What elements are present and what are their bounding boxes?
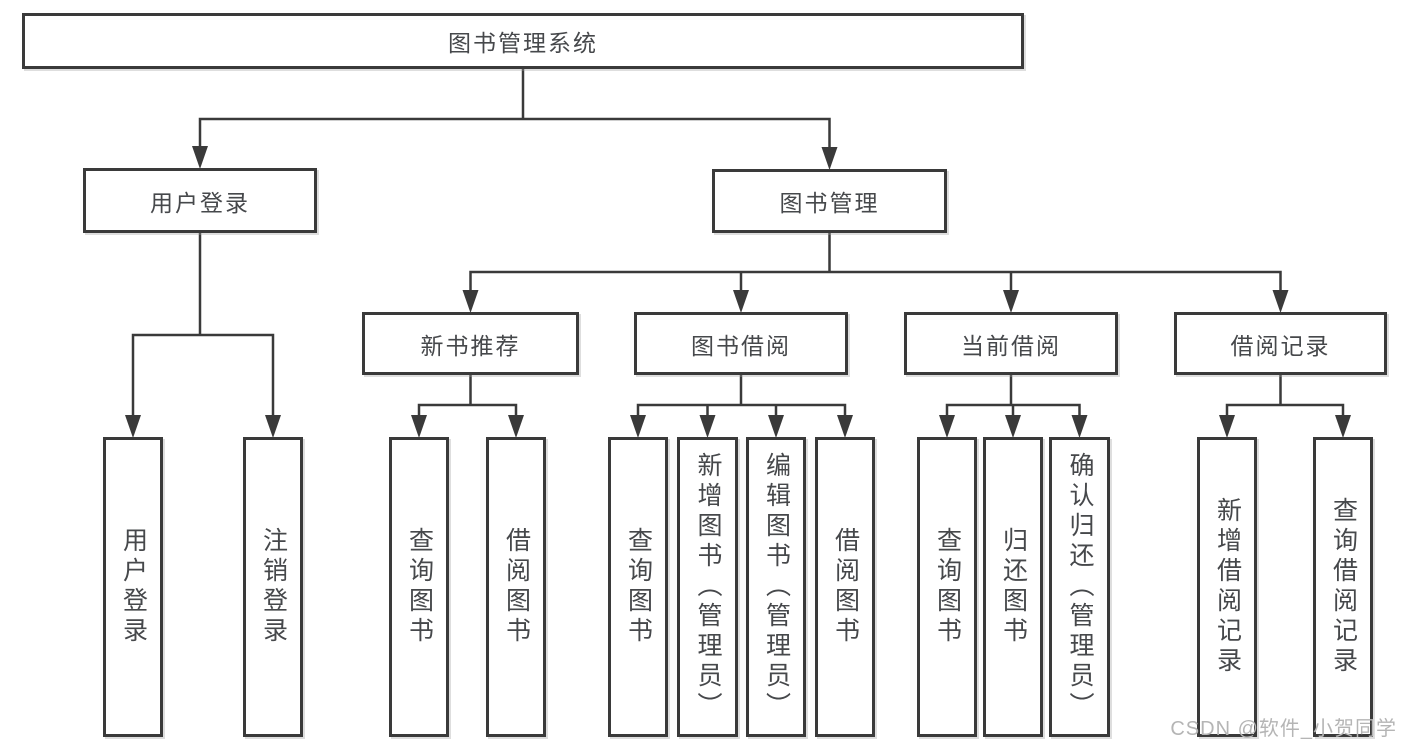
- watermark: CSDN @软件_小贺同学: [1170, 718, 1397, 740]
- node-label: 归还图书: [999, 527, 1028, 647]
- node-book-management: 图书管理: [712, 169, 947, 233]
- node-label: 当前借阅: [961, 332, 1061, 359]
- node-label: 确认归还（管理员）: [1066, 452, 1094, 722]
- node-label: 编辑图书（管理员）: [762, 452, 791, 722]
- node-label: 借阅记录: [1230, 332, 1331, 359]
- node-label: 查询图书: [624, 527, 653, 647]
- node-label: 新书推荐: [420, 332, 521, 359]
- node-edit-books-admin: 编辑图书（管理员）: [746, 437, 806, 737]
- node-label: 借阅图书: [502, 527, 531, 647]
- node-borrow-books-borrowing: 借阅图书: [815, 437, 875, 737]
- node-label: 查询图书: [933, 527, 962, 647]
- node-query-books-current: 查询图书: [917, 437, 977, 737]
- node-add-borrow-record: 新增借阅记录: [1197, 437, 1257, 737]
- node-query-books-borrowing: 查询图书: [608, 437, 668, 737]
- node-book-borrowing: 图书借阅: [634, 312, 848, 375]
- node-logout-leaf: 注销登录: [243, 437, 303, 737]
- node-current-borrowing: 当前借阅: [904, 312, 1118, 375]
- node-label: 查询借阅记录: [1329, 497, 1358, 677]
- node-borrowing-records: 借阅记录: [1174, 312, 1387, 375]
- node-label: 借阅图书: [831, 527, 860, 647]
- node-label: 查询图书: [405, 527, 434, 647]
- node-confirm-return-admin: 确认归还（管理员）: [1049, 437, 1110, 737]
- node-user-login: 用户登录: [83, 168, 317, 233]
- node-return-books: 归还图书: [983, 437, 1043, 737]
- node-query-borrow-record: 查询借阅记录: [1313, 437, 1373, 737]
- node-user-login-leaf: 用户登录: [103, 437, 163, 737]
- node-query-books-recommend: 查询图书: [389, 437, 449, 737]
- node-label: 图书管理: [779, 190, 880, 216]
- node-label: 新增图书（管理员）: [694, 452, 722, 722]
- node-label: 图书管理系统: [448, 30, 598, 56]
- node-borrow-books-recommend: 借阅图书: [486, 437, 546, 737]
- node-label: 注销登录: [259, 527, 288, 647]
- node-label: 新增借阅记录: [1213, 497, 1242, 677]
- node-label: 用户登录: [150, 189, 250, 216]
- node-new-book-recommend: 新书推荐: [362, 312, 579, 375]
- node-label: 用户登录: [119, 527, 148, 647]
- node-root: 图书管理系统: [22, 13, 1024, 69]
- node-label: 图书借阅: [691, 332, 791, 359]
- node-add-books-admin: 新增图书（管理员）: [677, 437, 738, 737]
